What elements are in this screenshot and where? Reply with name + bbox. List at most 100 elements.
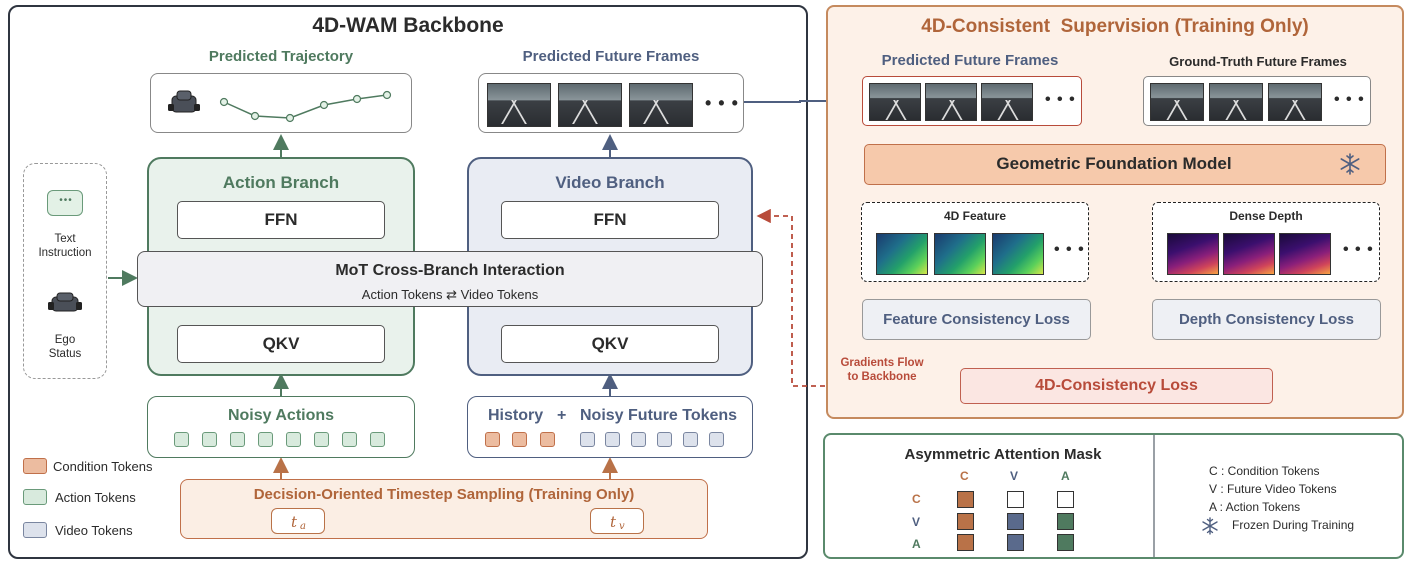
mask-divider [1153,435,1155,557]
depth-ellipsis: • • • [1343,241,1374,258]
mask-row-a: A [912,537,921,551]
feature-ellipsis: • • • [1054,241,1085,258]
action-branch-title: Action Branch [222,173,340,192]
feature-loss-box [862,299,1091,340]
predicted-trajectory-label: Predicted Trajectory [208,48,354,65]
chat-bubble-icon: ••• [47,190,83,216]
consistency-loss-box [960,368,1273,404]
depth-loss-box [1152,299,1381,340]
frame-thumbnail [981,83,1033,121]
mask-row-c: C [912,492,921,506]
mask-row-v: V [912,515,921,529]
mask-key-a: A : Action Tokens [1209,500,1301,514]
action-token [314,432,329,447]
t-a-symbol: t [291,513,298,531]
mot-title: MoT Cross-Branch Interaction [335,262,565,279]
timestep-sampling-title: Decision-Oriented Timestep Sampling (Tra… [253,486,635,503]
text-instruction-label: Text Instruction [38,233,92,259]
mask-cell [1057,513,1074,530]
video-token [580,432,595,447]
video-token [631,432,646,447]
action-token [202,432,217,447]
sup-groundtruth-frames-box: • • • [1143,76,1371,126]
condition-token [512,432,527,447]
video-token [657,432,672,447]
action-token [258,432,273,447]
mask-cell [1007,513,1024,530]
action-token [342,432,357,447]
mask-col-c: C [960,469,969,483]
frame-thumbnail [1268,83,1322,121]
feature-thumbnail [876,233,928,275]
snowflake-icon [1202,517,1218,535]
backbone-title: 4D-WAM Backbone [312,14,504,37]
noisy-actions-box [147,396,415,458]
feature-loss-label: Feature Consistency Loss [883,311,1070,328]
noisy-future-tokens-label: Noisy Future Tokens [580,407,738,424]
frame-thumbnail [487,83,551,127]
mask-col-a: A [1061,469,1070,483]
condition-token [540,432,555,447]
frames-ellipsis: • • • [1045,91,1076,108]
video-token [709,432,724,447]
sup-predicted-frames-box: • • • [862,76,1082,126]
foundation-model-box [864,144,1386,185]
mask-panel [823,433,1404,559]
mask-cell [1007,491,1024,508]
depth-loss-label: Depth Consistency Loss [1178,311,1355,328]
feature-4d-box: • • • [861,202,1089,282]
frames-ellipsis: • • • [1334,91,1365,108]
trajectory-box [150,73,412,133]
gradients-flow-label: Gradients Flow to Backbone [840,357,924,383]
video-branch-title: Video Branch [555,173,665,192]
sup-predicted-label: Predicted Future Frames [881,52,1059,69]
mask-cell [957,491,974,508]
video-input-box [467,396,753,458]
sup-groundtruth-label: Ground-Truth Future Frames [1169,54,1347,69]
mask-key-frozen: Frozen During Training [1232,518,1355,532]
mask-cell [957,534,974,551]
mask-key-c: C : Condition Tokens [1209,464,1320,478]
frame-thumbnail [629,83,693,127]
mask-cell [1057,534,1074,551]
video-ffn: FFN [501,201,719,239]
action-token [230,432,245,447]
mask-key-v: V : Future Video Tokens [1209,482,1337,496]
plus-sign: + [557,407,567,424]
consistency-loss-label: 4D-Consistency Loss [1035,377,1198,394]
feature-thumbnail [934,233,986,275]
video-token [605,432,620,447]
action-token [174,432,189,447]
feature-thumbnail [992,233,1044,275]
frame-thumbnail [869,83,921,121]
snowflake-icon [1340,153,1360,175]
legend-action-swatch [23,489,47,505]
predicted-frames-box: • • • [478,73,744,133]
dense-depth-label: Dense Depth [1229,209,1303,223]
noisy-actions-label: Noisy Actions [227,407,335,424]
frame-thumbnail [1150,83,1204,121]
mask-cell [1007,534,1024,551]
legend-video-swatch [23,522,47,538]
legend-video-label: Video Tokens [55,523,133,538]
trajectory-plot [168,90,392,123]
t-v-subscript: v [619,521,625,532]
ego-car-icon [48,292,82,312]
feature-4d-label: 4D Feature [943,209,1007,223]
mot-interaction-box [137,251,763,307]
dense-depth-box: • • • [1152,202,1380,282]
history-label: History [488,407,544,424]
mask-title: Asymmetric Attention Mask [904,446,1102,463]
mot-subtitle: Action Tokens ⇄ Video Tokens [361,287,539,302]
frames-ellipsis: • • • [705,93,739,113]
t-v-box: t v [590,508,644,534]
frame-thumbnail [925,83,977,121]
legend-action-label: Action Tokens [55,490,136,505]
t-a-subscript: a [300,521,306,532]
inputs-box [23,163,107,379]
t-v-symbol: t [610,513,617,531]
car-icon [168,90,200,113]
predicted-frames-label: Predicted Future Frames [522,48,700,65]
action-token [286,432,301,447]
legend-condition-label: Condition Tokens [53,459,153,474]
